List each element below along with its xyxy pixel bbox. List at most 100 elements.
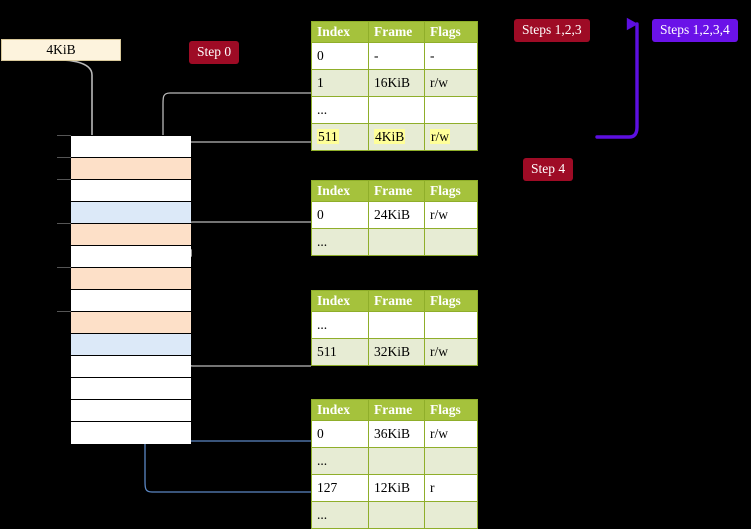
cell-frame: [368, 96, 425, 124]
cell-flags: r/w: [424, 201, 478, 229]
column-header-flags: Flags: [424, 21, 478, 43]
cell-text: 0: [317, 48, 324, 63]
cell-text: 24KiB: [374, 207, 411, 222]
cell-text: 127: [317, 480, 338, 495]
badge-steps-123-label: Steps 1,2,3: [522, 22, 582, 37]
table-row: ...: [311, 447, 478, 475]
table-row: 511 4KiB r/w: [311, 123, 478, 151]
cell-index: ...: [311, 501, 369, 529]
badge-steps-1234-label: Steps 1,2,3,4: [660, 22, 730, 37]
cell-index: 511: [311, 123, 369, 151]
cell-frame: 12KiB: [368, 474, 425, 502]
cell-index: 0: [311, 42, 369, 70]
cell-frame: [368, 447, 425, 475]
cell-flags: [424, 228, 478, 256]
cell-flags: [424, 96, 478, 124]
cell-text: 511: [317, 344, 337, 359]
column-header-index: Index: [311, 21, 369, 43]
memory-frame-tick-0: [57, 135, 71, 136]
badge-step-4-label: Step 4: [531, 161, 566, 176]
cell-index: 0: [311, 201, 369, 229]
cell-index: 0: [311, 420, 369, 448]
size-box-4kib: 4KiB: [1, 39, 121, 61]
cell-frame: 32KiB: [368, 338, 425, 366]
cell-index: 1: [311, 69, 369, 97]
table-row: ...: [311, 501, 478, 529]
cell-frame: 4KiB: [368, 123, 425, 151]
badge-step-0: Step 0: [189, 41, 240, 64]
cell-text: ...: [317, 102, 328, 117]
cell-text: 0: [317, 207, 324, 222]
cell-text: 4KiB: [374, 129, 406, 144]
cell-index: 511: [311, 338, 369, 366]
size-box-label: 4KiB: [46, 42, 76, 57]
cell-flags: r/w: [424, 338, 478, 366]
memory-frame-0: [71, 136, 191, 158]
cell-flags: r/w: [424, 69, 478, 97]
cell-text: 36KiB: [374, 426, 411, 441]
connector-pd-idx511: [178, 316, 311, 367]
memory-frame-tick-6: [57, 267, 71, 268]
table-row: 0 36KiB r/w: [311, 420, 478, 448]
memory-frame-6: [71, 268, 191, 290]
badge-step-0-label: Step 0: [197, 44, 232, 59]
memory-frame-1: [71, 158, 191, 180]
cell-index: 127: [311, 474, 369, 502]
steps-loop-arrow: [595, 17, 639, 139]
column-header-frame: Frame: [368, 180, 425, 202]
column-header-frame: Frame: [368, 399, 425, 421]
table-row: ...: [311, 96, 478, 124]
memory-frame-11: [71, 378, 191, 400]
memory-frame-tick-2: [57, 179, 71, 180]
cell-frame: [368, 501, 425, 529]
cell-text: 1: [317, 75, 324, 90]
cell-text: 0: [317, 426, 324, 441]
cell-text: ...: [317, 317, 328, 332]
column-header-frame: Frame: [368, 21, 425, 43]
column-header-index: Index: [311, 290, 369, 312]
connector-pdpt-idx0: [184, 221, 311, 257]
cell-flags: -: [424, 42, 478, 70]
table-row: ...: [311, 228, 478, 256]
memory-frame-3: [71, 202, 191, 224]
table-row: 0 - -: [311, 42, 478, 70]
cell-flags: r/w: [424, 420, 478, 448]
physical-memory-column: [70, 135, 191, 444]
cell-frame: 36KiB: [368, 420, 425, 448]
badge-step-4: Step 4: [523, 158, 574, 181]
memory-frame-9: [71, 334, 191, 356]
table-row: 0 24KiB r/w: [311, 201, 478, 229]
cell-text: ...: [317, 507, 328, 522]
cell-frame: -: [368, 42, 425, 70]
memory-frame-12: [71, 400, 191, 422]
cell-text: -: [374, 48, 379, 63]
cell-flags: [424, 447, 478, 475]
cell-text: 16KiB: [374, 75, 411, 90]
cell-flags: r: [424, 474, 478, 502]
cell-text: ...: [317, 453, 328, 468]
cell-text: r/w: [430, 207, 448, 222]
column-header-index: Index: [311, 399, 369, 421]
cell-frame: [368, 311, 425, 339]
table-row: ...: [311, 311, 478, 339]
connector-pml4-idx511: [181, 141, 311, 167]
cell-index: ...: [311, 311, 369, 339]
badge-steps-1234: Steps 1,2,3,4: [652, 19, 738, 42]
memory-frame-2: [71, 180, 191, 202]
cell-flags: r/w: [424, 123, 478, 151]
column-header-frame: Frame: [368, 290, 425, 312]
column-header-flags: Flags: [424, 399, 478, 421]
memory-frame-7: [71, 290, 191, 312]
cell-text: ...: [317, 234, 328, 249]
memory-frame-5: [71, 246, 191, 268]
cell-text: r/w: [430, 129, 450, 144]
memory-frame-tick-8: [57, 311, 71, 312]
